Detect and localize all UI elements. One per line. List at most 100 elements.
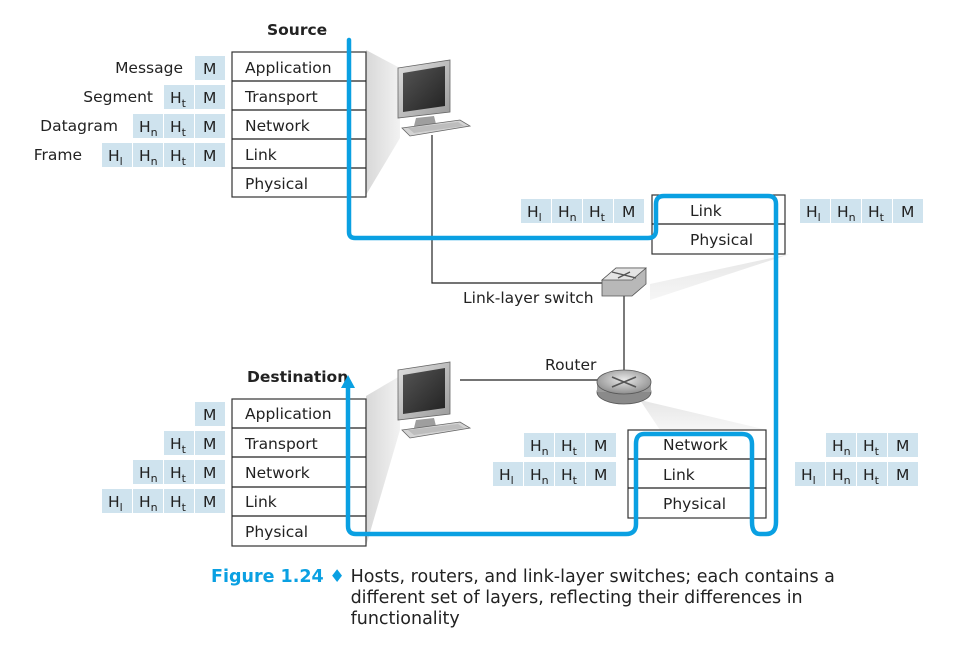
arrowhead xyxy=(341,375,355,388)
header-cell xyxy=(133,460,163,484)
dest-zoom-wedge xyxy=(366,376,400,546)
source-layer-transport: Transport xyxy=(244,88,318,106)
caption-text: Hosts, routers, and link-layer switches;… xyxy=(350,567,835,629)
header-label: Hn xyxy=(832,437,851,458)
header-cell xyxy=(195,56,225,80)
header-cell xyxy=(133,489,163,513)
header-label: Ht xyxy=(589,203,606,224)
header-label: Ht xyxy=(868,203,885,224)
header-cell xyxy=(826,433,856,457)
network-layers-diagram: Application Transport Network Link Physi… xyxy=(34,21,923,547)
header-label: Hn xyxy=(837,203,856,224)
header-cell xyxy=(195,431,225,455)
figure-caption: Figure 1.24 ♦ Hosts, routers, and link-l… xyxy=(211,567,911,630)
header-cell xyxy=(893,199,923,223)
switch-icon xyxy=(600,267,648,297)
message-label: M xyxy=(203,493,216,511)
header-label: Hn xyxy=(139,493,158,514)
dest-layer-physical: Physical xyxy=(245,523,308,541)
header-label: Hl xyxy=(499,466,514,487)
message-label: M xyxy=(203,60,216,78)
header-cell xyxy=(586,433,616,457)
caption-separator: ♦ xyxy=(329,567,345,587)
header-cell xyxy=(164,114,194,138)
message-label: M xyxy=(203,464,216,482)
header-cell xyxy=(831,199,861,223)
source-label: Source xyxy=(267,21,327,39)
message-label: M xyxy=(203,147,216,165)
dest-stack: Application Transport Network Link Physi… xyxy=(231,398,367,547)
message-label: M xyxy=(203,118,216,136)
pdu-label-segment: Segment xyxy=(83,88,153,106)
message-label: M xyxy=(622,203,635,221)
router-layer-network: Network xyxy=(663,436,728,454)
header-label: Ht xyxy=(170,435,187,456)
header-label: Hl xyxy=(806,203,821,224)
header-label: Ht xyxy=(170,147,187,168)
header-cell xyxy=(583,199,613,223)
header-cell xyxy=(586,462,616,486)
header-label: Hn xyxy=(832,466,851,487)
header-cell xyxy=(862,199,892,223)
header-label: Hn xyxy=(139,464,158,485)
header-label: Ht xyxy=(170,493,187,514)
header-cell xyxy=(614,199,644,223)
header-cell xyxy=(826,462,856,486)
message-label: M xyxy=(203,89,216,107)
router-label: Router xyxy=(545,356,597,374)
header-cell xyxy=(164,143,194,167)
header-cell xyxy=(888,433,918,457)
header-cell xyxy=(800,199,830,223)
switch-label: Link-layer switch xyxy=(463,289,594,307)
header-label: Ht xyxy=(170,89,187,110)
dest-layer-application: Application xyxy=(245,405,332,423)
header-cell xyxy=(133,143,163,167)
header-label: Hn xyxy=(139,118,158,139)
header-label: Hl xyxy=(527,203,542,224)
router-zoom-wedge xyxy=(640,400,767,430)
message-label: M xyxy=(896,437,909,455)
header-cell xyxy=(795,462,825,486)
router-layer-link: Link xyxy=(663,466,695,484)
pdu-label-datagram: Datagram xyxy=(40,117,118,135)
header-cell xyxy=(857,433,887,457)
header-label: Hl xyxy=(108,147,123,168)
header-label: Ht xyxy=(170,118,187,139)
pdu-label-frame: Frame xyxy=(34,146,82,164)
header-cell xyxy=(493,462,523,486)
header-cell xyxy=(133,114,163,138)
header-label: Hn xyxy=(530,437,549,458)
header-cell xyxy=(195,85,225,109)
message-label: M xyxy=(594,437,607,455)
source-stack: Application Transport Network Link Physi… xyxy=(231,51,367,198)
header-cell xyxy=(195,460,225,484)
header-label: Hl xyxy=(801,466,816,487)
switch-zoom-wedge xyxy=(650,254,790,300)
header-label: Hn xyxy=(530,466,549,487)
destination-label: Destination xyxy=(247,368,348,386)
router-layer-physical: Physical xyxy=(663,495,726,513)
header-cell xyxy=(555,462,585,486)
dest-layer-network: Network xyxy=(245,464,310,482)
source-layer-application: Application xyxy=(245,59,332,77)
message-label: M xyxy=(594,466,607,484)
source-zoom-wedge xyxy=(366,50,400,195)
computer-icon xyxy=(397,361,472,439)
source-layer-physical: Physical xyxy=(245,175,308,193)
header-cell xyxy=(164,460,194,484)
figure-number: Figure 1.24 xyxy=(211,567,324,587)
header-cell xyxy=(102,143,132,167)
switch-layer-physical: Physical xyxy=(690,231,753,249)
header-cell xyxy=(164,489,194,513)
dest-layer-link: Link xyxy=(245,493,277,511)
computer-icon xyxy=(397,59,472,137)
header-cell xyxy=(524,433,554,457)
message-label: M xyxy=(203,435,216,453)
header-cell xyxy=(164,431,194,455)
header-label: Ht xyxy=(170,464,187,485)
header-label: Ht xyxy=(561,466,578,487)
cable-source-switch xyxy=(431,135,602,284)
switch-stack: Link Physical xyxy=(651,194,786,255)
header-cell xyxy=(524,462,554,486)
